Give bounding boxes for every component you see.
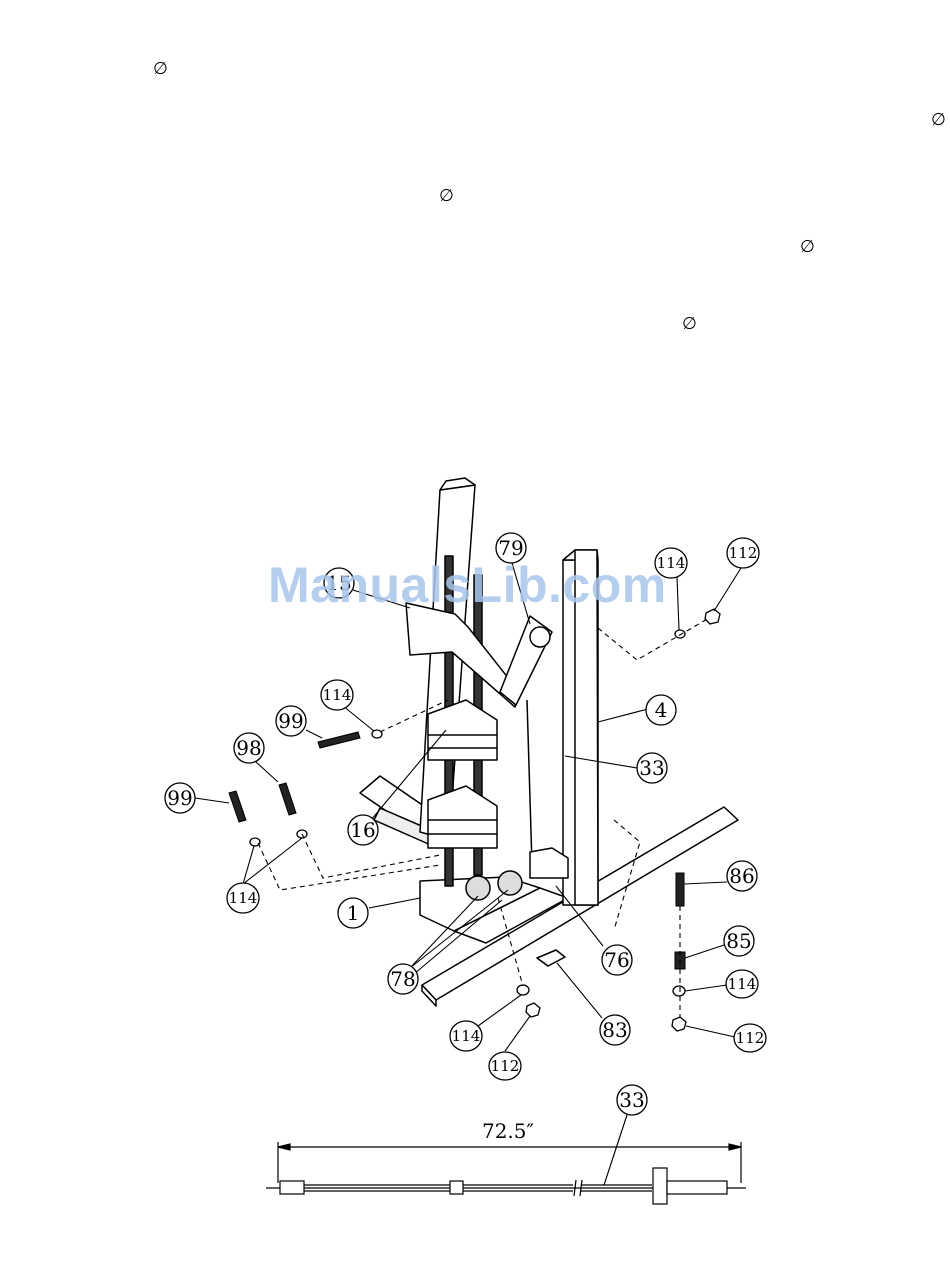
cable-line	[527, 700, 532, 865]
part-number-label: 114	[728, 975, 757, 993]
cable-length-dimension: 72.5″	[482, 1119, 534, 1143]
part-number-label: 16	[350, 818, 375, 842]
cable-end-left	[280, 1181, 304, 1194]
bolt-86	[676, 873, 684, 906]
part-number-label: 85	[726, 929, 751, 953]
part-number-label: 76	[604, 948, 629, 972]
assembly-line	[598, 618, 709, 660]
part-number-label: 99	[278, 709, 303, 733]
lower-pulley-right	[498, 871, 522, 895]
washer-114	[675, 630, 685, 638]
part-number-label: 98	[236, 736, 261, 760]
washer-114	[673, 986, 685, 996]
cable-end-stud	[667, 1181, 727, 1194]
assembly-line	[258, 843, 440, 890]
bracket-83	[537, 950, 565, 966]
part-number-label: 33	[619, 1088, 644, 1112]
pulley-79	[530, 627, 550, 647]
washer-114	[517, 985, 529, 995]
part-number-label: 78	[390, 967, 415, 991]
part-number-label: 33	[639, 756, 664, 780]
part-number-label: 86	[729, 864, 754, 888]
part-number-label: 114	[452, 1027, 481, 1045]
nut-112	[672, 1017, 686, 1031]
bolt-99-upper	[318, 732, 360, 748]
bolt-98	[279, 783, 296, 815]
bolt-99-lower	[229, 791, 246, 822]
part-number-label: 114	[323, 686, 352, 704]
part-number-label: 1	[347, 901, 360, 925]
watermark-text: ManualsLib.com	[268, 556, 667, 614]
part-number-label: 112	[491, 1057, 520, 1075]
nut-112	[526, 1003, 540, 1017]
part-number-label: 83	[602, 1018, 627, 1042]
cable-stop-ball	[450, 1181, 463, 1194]
nut-112	[705, 609, 720, 624]
cable-end-fitting	[653, 1168, 667, 1204]
part-number-label: 112	[736, 1029, 765, 1047]
part-number-label: 4	[655, 698, 668, 722]
part-number-label: 114	[229, 889, 258, 907]
part-number-label: 112	[729, 544, 758, 562]
part-number-label: 99	[167, 786, 192, 810]
